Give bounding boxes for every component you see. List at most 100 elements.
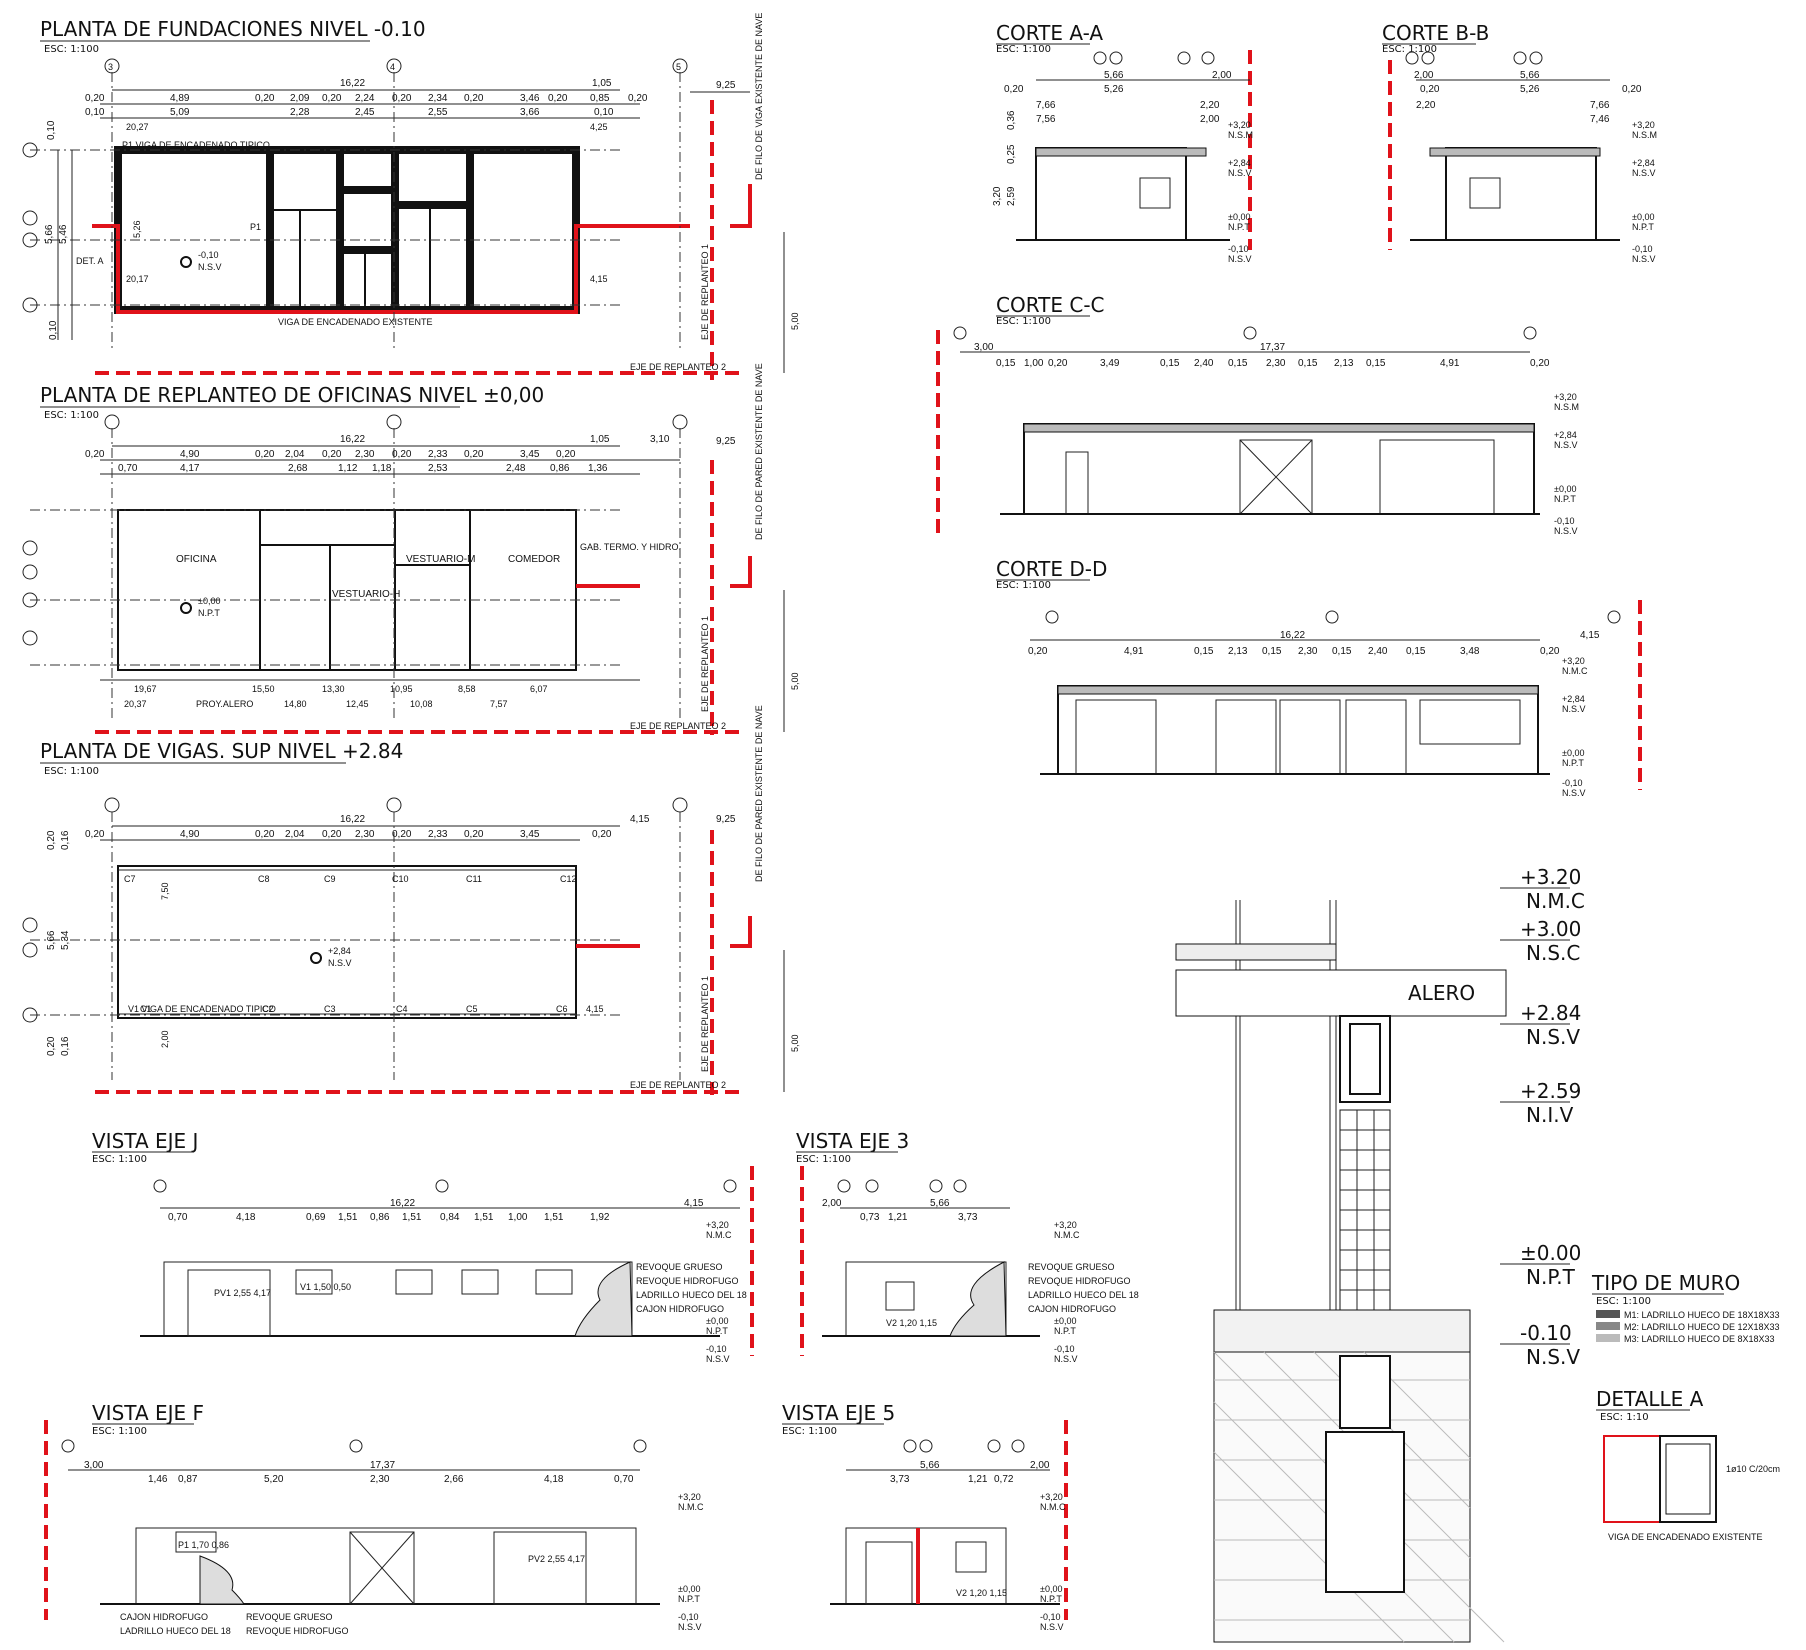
- svg-text:16,22: 16,22: [340, 434, 365, 445]
- svg-text:REVOQUE HIDROFUGO: REVOQUE HIDROFUGO: [1028, 1276, 1131, 1286]
- existing-beam-red: [92, 224, 690, 314]
- svg-text:ESC: 1:100: ESC: 1:100: [996, 316, 1051, 327]
- svg-text:P1: P1: [250, 222, 261, 232]
- svg-text:5,66: 5,66: [1520, 70, 1540, 81]
- svg-text:0,15: 0,15: [1366, 358, 1386, 369]
- vista-eje-f: VISTA EJE F ESC: 1:100 17,37 3,00 1,46 0…: [44, 1401, 704, 1636]
- svg-text:1,00: 1,00: [1024, 358, 1044, 369]
- corte-dd-title: CORTE D-D: [996, 557, 1107, 581]
- svg-text:0,20: 0,20: [464, 449, 484, 460]
- svg-text:CAJON HIDROFUGO: CAJON HIDROFUGO: [636, 1304, 724, 1314]
- svg-text:-0,10: -0,10: [1554, 516, 1575, 526]
- svg-text:N.M.C: N.M.C: [678, 1502, 704, 1512]
- svg-text:N.M.C: N.M.C: [1526, 889, 1585, 913]
- svg-text:EJE DE REPLANTEO 1: EJE DE REPLANTEO 1: [700, 616, 710, 712]
- svg-text:2,45: 2,45: [355, 107, 375, 118]
- svg-text:0,10: 0,10: [85, 107, 105, 118]
- svg-text:N.P.T: N.P.T: [678, 1594, 700, 1604]
- svg-text:N.S.V: N.S.V: [706, 1354, 730, 1364]
- plan2-title: PLANTA DE REPLANTEO DE OFICINAS NIVEL ±0…: [40, 383, 544, 407]
- svg-text:+3,20: +3,20: [1054, 1220, 1077, 1230]
- svg-text:4,89: 4,89: [170, 93, 190, 104]
- svg-text:2,00: 2,00: [1200, 114, 1220, 125]
- svg-text:7,56: 7,56: [1036, 114, 1056, 125]
- svg-text:0,70: 0,70: [118, 463, 138, 474]
- svg-text:4,17: 4,17: [180, 463, 200, 474]
- corte-aa-title: CORTE A-A: [996, 21, 1103, 45]
- svg-text:±0,00: ±0,00: [706, 1316, 728, 1326]
- svg-text:+3,20: +3,20: [1228, 120, 1251, 130]
- svg-text:+3,20: +3,20: [1554, 392, 1577, 402]
- svg-text:3,73: 3,73: [958, 1212, 978, 1223]
- svg-text:ESC: 1:100: ESC: 1:100: [44, 410, 99, 421]
- vista-j-title: VISTA EJE J: [92, 1129, 198, 1153]
- svg-text:-0,10: -0,10: [1040, 1612, 1061, 1622]
- svg-text:N.S.V: N.S.V: [1632, 168, 1656, 178]
- svg-text:2,00: 2,00: [1414, 70, 1434, 81]
- svg-text:3,45: 3,45: [520, 829, 540, 840]
- svg-text:N.S.M: N.S.M: [1632, 130, 1657, 140]
- cd-dims-row: 0,20 4,91 0,15 2,13 0,15 2,30 0,15 2,40 …: [1028, 630, 1600, 657]
- svg-text:N.P.T: N.P.T: [1054, 1326, 1076, 1336]
- svg-text:V1 1,50 0,50: V1 1,50 0,50: [300, 1282, 351, 1292]
- svg-text:1,46: 1,46: [148, 1474, 168, 1485]
- svg-text:2,40: 2,40: [1368, 646, 1388, 657]
- svg-text:N.P.T: N.P.T: [706, 1326, 728, 1336]
- muro-m2: M2: LADRILLO HUECO DE 12X18X33: [1624, 1322, 1780, 1332]
- svg-text:-0.10: -0.10: [1520, 1321, 1572, 1345]
- svg-text:5,66: 5,66: [1104, 70, 1124, 81]
- svg-text:CAJON HIDROFUGO: CAJON HIDROFUGO: [120, 1612, 208, 1622]
- svg-text:3,46: 3,46: [520, 93, 540, 104]
- svg-text:LADRILLO HUECO DEL 18: LADRILLO HUECO DEL 18: [1028, 1290, 1139, 1300]
- svg-text:N.S.V: N.S.V: [1562, 788, 1586, 798]
- svg-text:0,20: 0,20: [1420, 84, 1440, 95]
- svg-text:4,18: 4,18: [544, 1474, 564, 1485]
- svg-text:C7: C7: [124, 874, 136, 884]
- cc-dims-row: 0,15 1,00 0,20 3,49 0,15 2,40 0,15 2,30 …: [996, 358, 1550, 369]
- columns-bottom: C1 C2 C3 C4 C5 C6: [140, 1004, 568, 1014]
- vj-layers: REVOQUE GRUESO REVOQUE HIDROFUGO LADRILL…: [636, 1262, 747, 1314]
- svg-text:2,04: 2,04: [285, 449, 305, 460]
- svg-text:0,20: 0,20: [592, 829, 612, 840]
- plan3-title: PLANTA DE VIGAS. SUP NIVEL +2.84: [40, 739, 403, 763]
- svg-text:19,67: 19,67: [134, 684, 157, 694]
- detail-levels: +3.20N.M.C +3.00N.S.C +2.84N.S.V +2.59N.…: [1500, 865, 1585, 1369]
- svg-text:0,15: 0,15: [1262, 646, 1282, 657]
- svg-text:N.S.C: N.S.C: [1526, 941, 1580, 965]
- plan3-top-dims: 0,20 4,90 0,20 2,04 0,20 2,30 0,20 2,33 …: [85, 829, 612, 840]
- svg-text:1,21: 1,21: [968, 1474, 988, 1485]
- svg-text:±0.00: ±0.00: [1520, 1241, 1581, 1265]
- svg-text:10,08: 10,08: [410, 699, 433, 709]
- corte-a-a: CORTE A-A ESC: 1:100 5,66 5,26 2,00 0,20…: [992, 21, 1253, 264]
- tipo-de-muro-legend: TIPO DE MURO ESC: 1:100 M1: LADRILLO HUE…: [1591, 1271, 1780, 1344]
- svg-text:5,66: 5,66: [46, 930, 57, 950]
- svg-text:0,36: 0,36: [1006, 110, 1017, 130]
- plan2-bottom-dims: 20,37 19,67 15,50 14,80 13,30 12,45 10,9…: [124, 684, 548, 709]
- svg-text:3,73: 3,73: [890, 1474, 910, 1485]
- svg-text:5,66: 5,66: [920, 1460, 940, 1471]
- svg-text:ESC: 1:100: ESC: 1:100: [782, 1426, 837, 1437]
- svg-text:13,30: 13,30: [322, 684, 345, 694]
- svg-text:0,20: 0,20: [255, 449, 275, 460]
- svg-text:3,10: 3,10: [650, 434, 670, 445]
- svg-text:REVOQUE GRUESO: REVOQUE GRUESO: [636, 1262, 723, 1272]
- svg-text:N.S.M: N.S.M: [1228, 130, 1253, 140]
- plan1-total-dim: 16,22: [340, 78, 365, 89]
- svg-text:1,36: 1,36: [588, 463, 608, 474]
- svg-text:4,15: 4,15: [590, 274, 608, 284]
- svg-text:DE FILO DE PARED EXISTENTE DE: DE FILO DE PARED EXISTENTE DE NAVE: [754, 363, 764, 540]
- svg-text:2,20: 2,20: [1200, 100, 1220, 111]
- svg-text:EJE DE REPLANTEO 1: EJE DE REPLANTEO 1: [700, 976, 710, 1072]
- svg-text:6,07: 6,07: [530, 684, 548, 694]
- svg-text:2,20: 2,20: [1416, 100, 1436, 111]
- svg-text:N.S.V: N.S.V: [1526, 1345, 1580, 1369]
- corte-d-d: CORTE D-D ESC: 1:100 16,22 0,20 4,91 0,1…: [996, 557, 1642, 798]
- svg-text:C10: C10: [392, 874, 409, 884]
- svg-text:±0,00: ±0,00: [1554, 484, 1576, 494]
- svg-text:2,59: 2,59: [1006, 186, 1017, 206]
- plan1-eje2: EJE DE REPLANTEO 2: [630, 362, 726, 372]
- svg-text:20,17: 20,17: [126, 274, 149, 284]
- svg-text:-0,10: -0,10: [198, 250, 219, 260]
- vista-eje-5: VISTA EJE 5 ESC: 1:100 3,73 5,66 1,21 0,…: [782, 1401, 1068, 1632]
